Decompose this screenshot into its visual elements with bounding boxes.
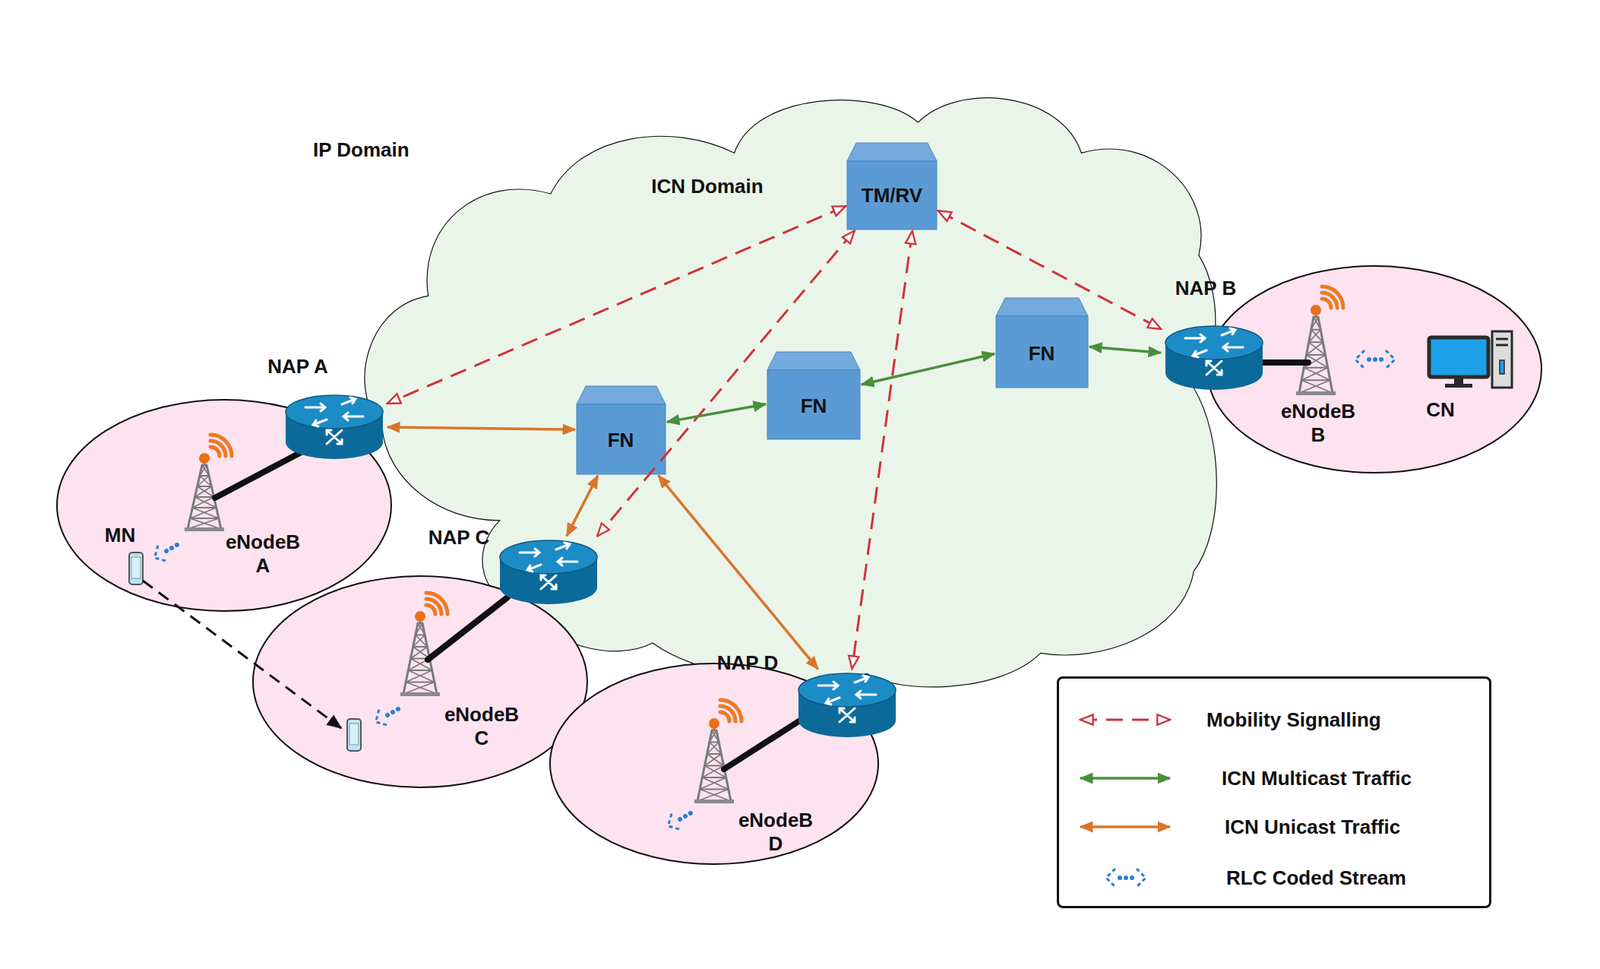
node-label: ICN Domain [651, 174, 763, 199]
radio-wave [210, 434, 232, 456]
nap-router: NAP C [496, 537, 601, 606]
phone-icon [347, 718, 361, 751]
rlc-stream-symbol [1355, 350, 1395, 369]
node-label: FN [1028, 341, 1056, 366]
forwarding-node: FN [576, 385, 666, 475]
nap-router-shape [282, 392, 386, 461]
radio-wave [426, 598, 442, 614]
radio-wave [1321, 292, 1338, 308]
legend-text: ICN Unicast Traffic [1224, 815, 1401, 839]
nap-router-shape [795, 670, 899, 739]
mobile-node-shape [129, 552, 143, 585]
nap-label: NAP C [428, 525, 490, 550]
nap-label: NAP B [1175, 276, 1237, 301]
tower-icon [694, 722, 734, 804]
enodeb-label: eNodeB D [733, 808, 819, 856]
radio-wave [426, 604, 436, 614]
phone-icon [129, 552, 143, 585]
legend-text: Mobility Signalling [1206, 708, 1382, 732]
tower-wire [1262, 359, 1309, 366]
enodeb-cell-shape [251, 574, 589, 789]
antenna-ball [199, 452, 210, 464]
legend-sample [1072, 766, 1180, 790]
radio-wave [1321, 286, 1344, 308]
enodeb-label: eNodeB A [220, 530, 306, 578]
nap-router-shape [496, 537, 601, 606]
node-label: FN [800, 394, 828, 418]
nap-label: NAP A [267, 354, 328, 379]
legend-text: RLC Coded Stream [1226, 866, 1407, 890]
rlc-stream-symbol [149, 535, 184, 566]
enodeb-label: eNodeB C [439, 702, 525, 750]
nap-router-shape [1162, 322, 1266, 392]
enodeb-label: eNodeB B [1275, 399, 1361, 447]
nap-label: NAP D [717, 651, 778, 675]
tower-icon [184, 457, 225, 532]
legend-sample [1072, 708, 1180, 731]
rlc-stream-symbol [1106, 868, 1146, 887]
legend-sample [1072, 815, 1180, 838]
tm-rv-server: TM/RV [847, 142, 937, 230]
antenna-ball [708, 717, 720, 729]
forwarding-node: FN [767, 351, 861, 440]
radio-wave [210, 440, 226, 456]
legend-box: Mobility SignallingICN Multicast Traffic… [1056, 676, 1492, 908]
radio-wave [1321, 298, 1332, 308]
nap-router: NAP D [795, 670, 899, 739]
rlc-stream-symbol [663, 803, 697, 834]
antenna-ball [1310, 304, 1322, 316]
node-label: MN [104, 523, 136, 548]
computer-icon [1429, 331, 1512, 388]
node-label: FN [607, 428, 635, 453]
radio-wave [426, 592, 448, 614]
tower-icon [400, 615, 440, 696]
domain-label: IP Domain [313, 138, 410, 162]
nap-router: NAP B [1162, 322, 1266, 392]
node-label: TM/RV [861, 183, 923, 208]
legend-sample [1072, 866, 1180, 889]
rlc-stream-symbol [370, 699, 405, 730]
radio-wave [720, 705, 736, 721]
correspondent-node-shape [1426, 329, 1514, 389]
enodeb-cell: eNodeB C [251, 574, 589, 789]
legend-text: ICN Multicast Traffic [1221, 766, 1412, 791]
radio-wave [210, 446, 220, 456]
correspondent-node: CN [1426, 329, 1514, 389]
nap-router: NAP A [282, 392, 386, 461]
node-label: CN [1426, 398, 1455, 422]
mobile-node: MN [129, 552, 143, 585]
radio-wave [720, 699, 742, 721]
antenna-ball [414, 610, 426, 622]
radio-wave [720, 711, 730, 721]
forwarding-node: FN [996, 297, 1088, 388]
tower-icon [1296, 309, 1336, 396]
